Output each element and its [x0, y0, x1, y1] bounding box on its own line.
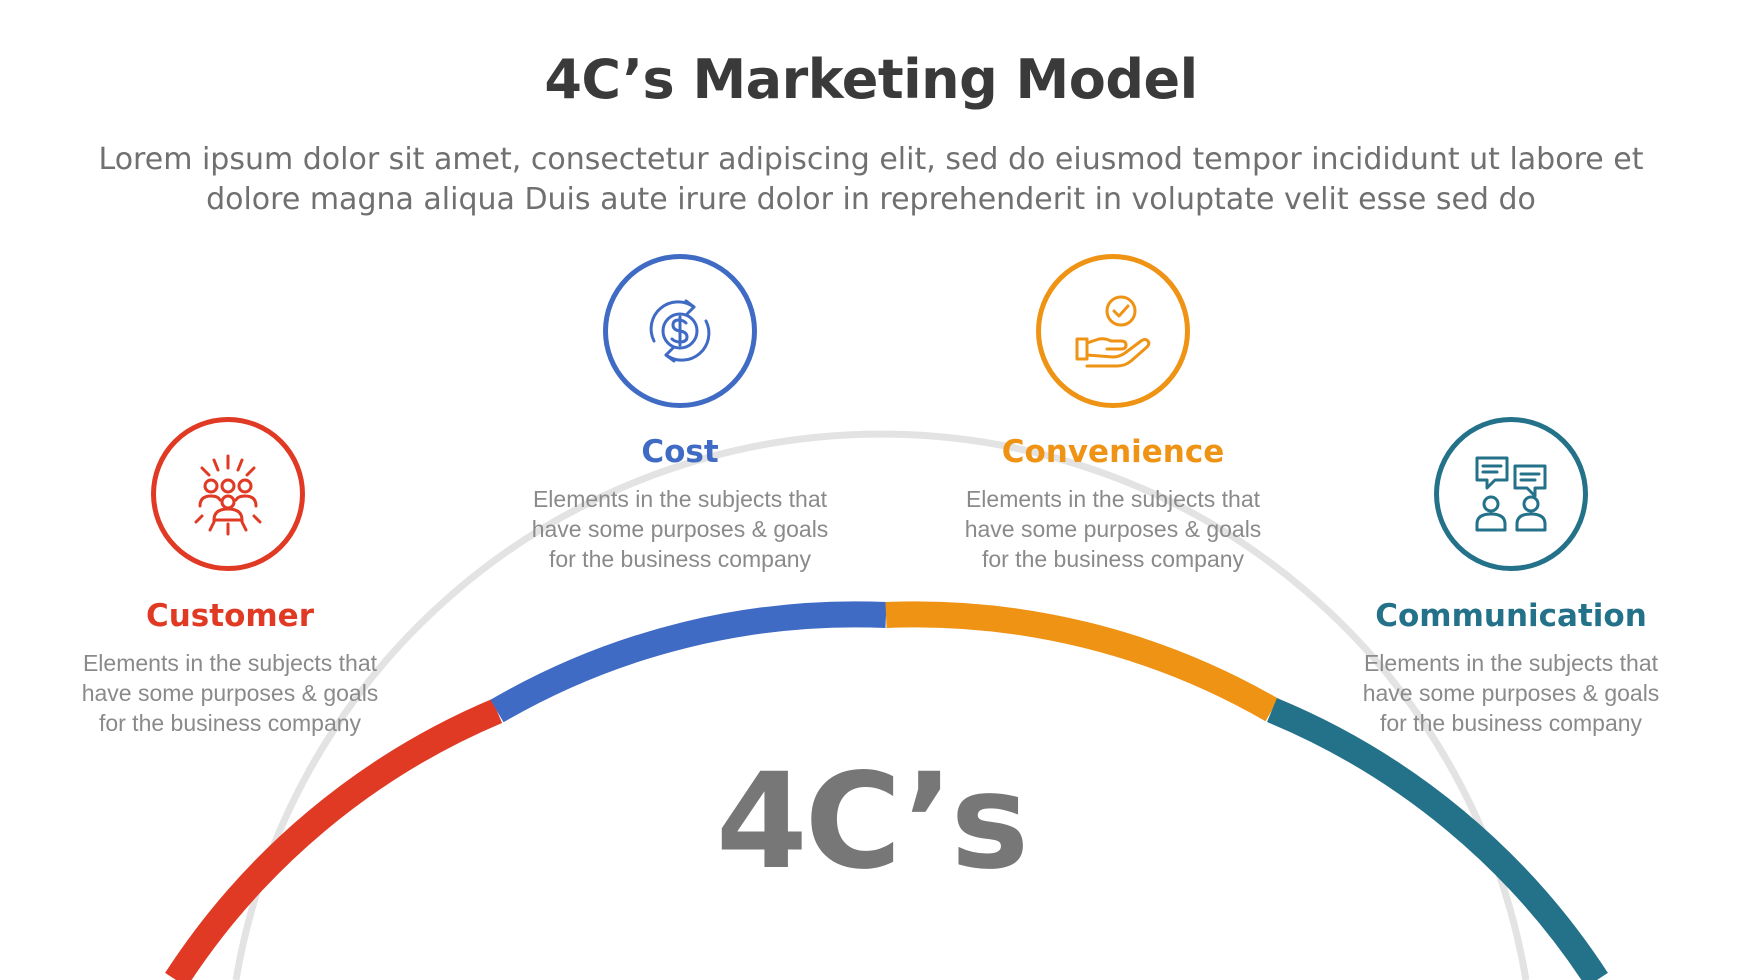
convenience-icon-circle [1036, 254, 1190, 408]
convenience-description: Elements in the subjects that have some … [964, 486, 1262, 572]
people-group-icon [194, 454, 262, 536]
inner-gray-ring [232, 430, 1530, 980]
communication-icon-circle [1434, 417, 1588, 571]
arc-segment-convenience [885, 601, 1279, 722]
cost-description: Elements in the subjects that have some … [531, 486, 829, 572]
chat-people-icon [1475, 456, 1547, 532]
convenience-label: Convenience [1001, 434, 1225, 470]
customer-icon-circle [151, 417, 305, 571]
arc-segment-cost [490, 601, 887, 723]
center-label: 4C’s [715, 745, 1029, 899]
communication-label: Communication [1375, 598, 1647, 634]
arc-segment-customer [165, 699, 503, 980]
customer-label: Customer [145, 598, 314, 634]
communication-description: Elements in the subjects that have some … [1362, 650, 1660, 736]
page-subtitle: Lorem ipsum dolor sit amet, consectetur … [98, 142, 1644, 217]
cost-icon-circle [603, 254, 757, 408]
cost-label: Cost [641, 434, 719, 470]
hand-check-icon [1075, 295, 1151, 368]
page-title: 4C’s Marketing Model [544, 48, 1198, 111]
arc-segment-communication [1267, 697, 1608, 980]
customer-description: Elements in the subjects that have some … [81, 650, 379, 736]
dollar-cycle-icon [649, 299, 711, 363]
